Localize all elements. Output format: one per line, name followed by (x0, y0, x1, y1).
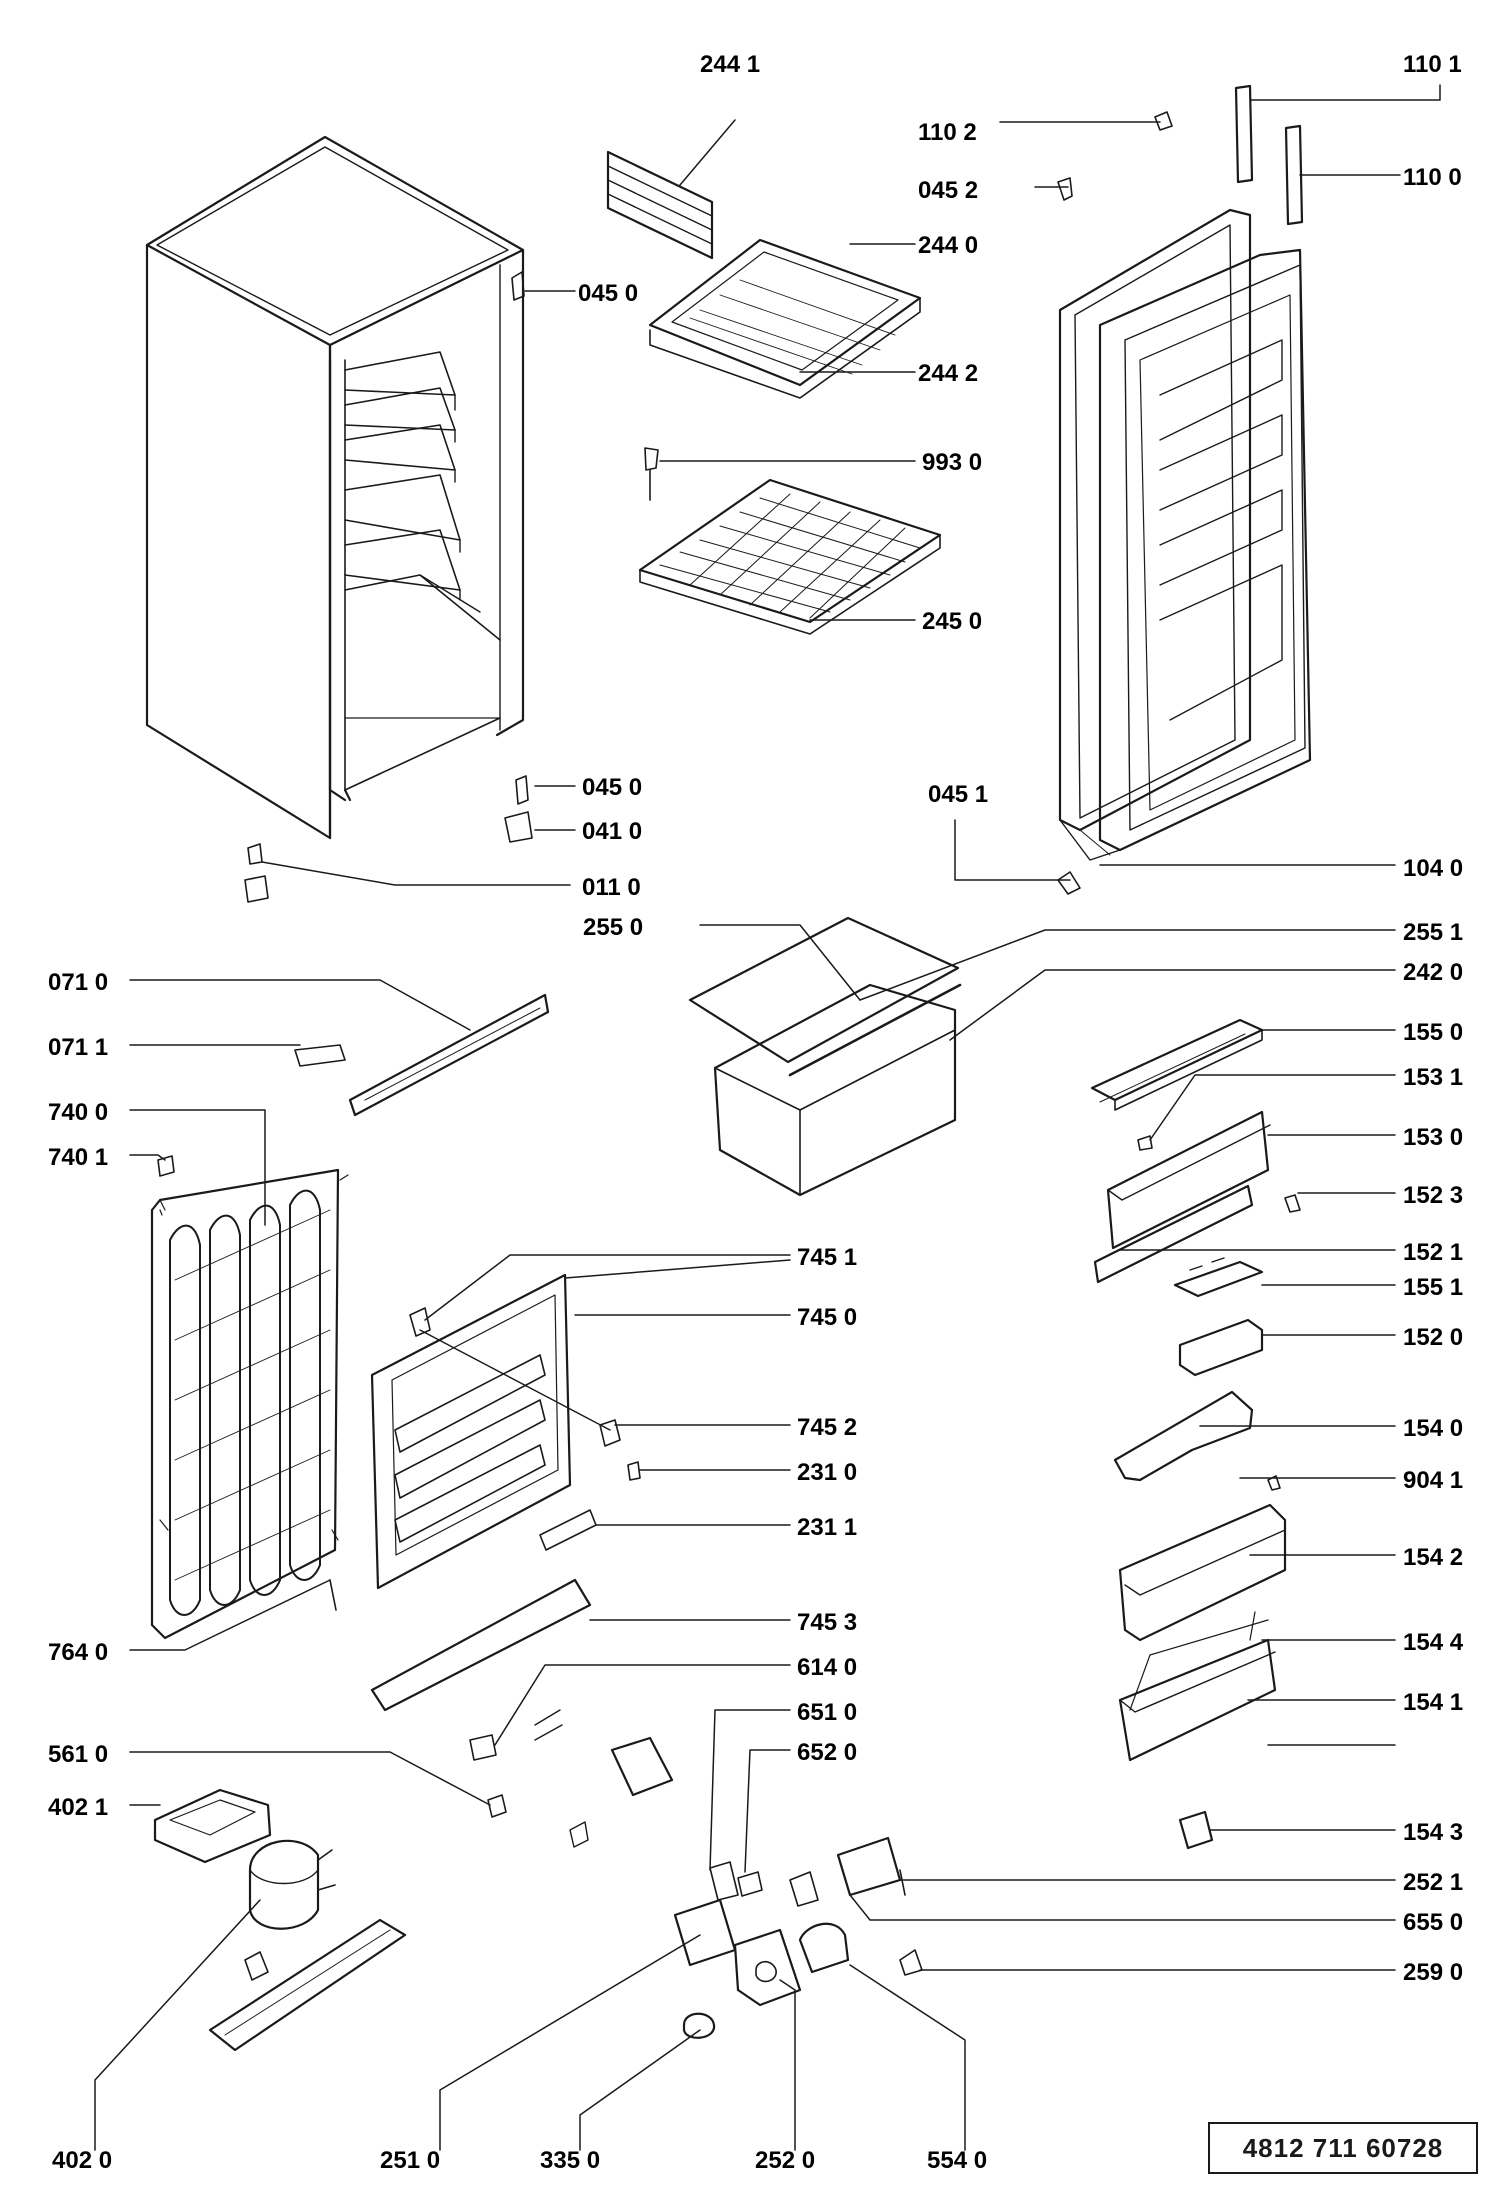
label-2590: 259 0 (1403, 1959, 1463, 1986)
label-2440: 244 0 (918, 232, 978, 259)
label-1544: 154 4 (1403, 1629, 1464, 1656)
label-1102: 110 2 (918, 119, 977, 146)
label-6520: 652 0 (797, 1739, 857, 1766)
label-6550: 655 0 (1403, 1909, 1463, 1936)
label-1523: 152 3 (1403, 1182, 1463, 1209)
label-5610: 561 0 (48, 1741, 108, 1768)
label-2510: 251 0 (380, 2147, 440, 2174)
label-1040: 104 0 (1403, 855, 1463, 882)
label-5540: 554 0 (927, 2147, 987, 2174)
label-9930: 993 0 (922, 449, 982, 476)
label-0451: 045 1 (928, 781, 988, 808)
label-1540: 154 0 (1403, 1415, 1463, 1442)
label-2521: 252 1 (1403, 1869, 1463, 1896)
label-2442: 244 2 (918, 360, 978, 387)
label-1541: 154 1 (1403, 1689, 1463, 1716)
label-4021: 402 1 (48, 1794, 108, 1821)
label-0450-bottom: 045 0 (582, 774, 642, 801)
label-7453: 745 3 (797, 1609, 857, 1636)
label-2450: 245 0 (922, 608, 982, 635)
label-2550: 255 0 (583, 914, 643, 941)
part-labels: 244 1 110 1 110 2 045 2 110 0 244 0 045 … (48, 51, 1464, 2174)
crisper-drawing (688, 916, 962, 1197)
label-0710: 071 0 (48, 969, 108, 996)
label-0711: 071 1 (48, 1034, 108, 1061)
label-1543: 154 3 (1403, 1819, 1463, 1846)
shelf-drawings (606, 150, 942, 635)
door-drawing (1057, 84, 1312, 895)
label-0452: 045 2 (918, 177, 978, 204)
document-code-box: 4812 711 60728 (1208, 2122, 1478, 2174)
condenser-drawing (150, 993, 550, 1640)
label-0410: 041 0 (582, 818, 642, 845)
label-4020: 402 0 (52, 2147, 112, 2174)
label-1550: 155 0 (1403, 1019, 1463, 1046)
label-1101: 110 1 (1403, 51, 1462, 78)
label-1521: 152 1 (1403, 1239, 1463, 1266)
label-1100: 110 0 (1403, 164, 1462, 191)
label-1520: 152 0 (1403, 1324, 1463, 1351)
label-7452: 745 2 (797, 1414, 857, 1441)
compressor-drawing (153, 1709, 674, 2052)
label-7450: 745 0 (797, 1304, 857, 1331)
label-2551: 255 1 (1403, 919, 1463, 946)
label-1551: 155 1 (1403, 1274, 1463, 1301)
evaporator-drawing (370, 1273, 641, 1712)
cabinet-drawing (145, 135, 525, 840)
label-6510: 651 0 (797, 1699, 857, 1726)
label-2441: 244 1 (700, 51, 760, 78)
label-0450-top: 045 0 (578, 280, 638, 307)
label-3350: 335 0 (540, 2147, 600, 2174)
label-7640: 764 0 (48, 1639, 108, 1666)
label-2310: 231 0 (797, 1459, 857, 1486)
label-9041: 904 1 (1403, 1467, 1463, 1494)
label-1530: 153 0 (1403, 1124, 1463, 1151)
hardware-drawings (244, 271, 533, 903)
door-bin-drawings (1090, 1018, 1301, 1850)
label-1531: 153 1 (1403, 1064, 1463, 1091)
label-6140: 614 0 (797, 1654, 857, 1681)
leader-lines (94, 84, 1441, 2151)
label-2520: 252 0 (755, 2147, 815, 2174)
label-2311: 231 1 (797, 1514, 857, 1541)
control-drawings (673, 1836, 923, 2039)
label-7400: 740 0 (48, 1099, 108, 1126)
document-code: 4812 711 60728 (1242, 2132, 1444, 2163)
label-0110: 011 0 (582, 874, 641, 901)
label-2420: 242 0 (1403, 959, 1463, 986)
label-1542: 154 2 (1403, 1544, 1463, 1571)
label-7401: 740 1 (48, 1144, 108, 1171)
label-7451: 745 1 (797, 1244, 857, 1271)
